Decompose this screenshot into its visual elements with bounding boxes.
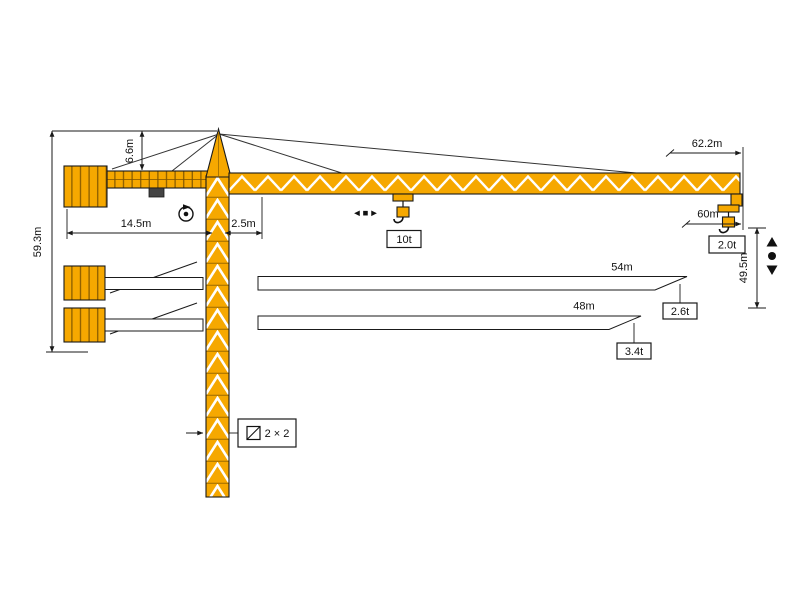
tip-trolley [717, 204, 740, 213]
mast-section-icon [246, 425, 261, 441]
dim-tower-height: 59.3m [32, 130, 217, 353]
slew-center-dot [183, 211, 189, 217]
hoist-winch [148, 187, 165, 198]
jib54-capacity-box [662, 302, 698, 320]
trolley-hook-mid: ◄■► 10t [352, 193, 422, 249]
mast-lattice [205, 175, 230, 498]
jib-pendant-2 [218, 133, 659, 176]
counterjib-pendant-2 [171, 133, 220, 172]
tip-hook-block [721, 216, 736, 228]
hoist-up-arrow-icon [766, 237, 778, 247]
tip-radius-label: 60m [697, 209, 718, 221]
counterweight-block [63, 165, 108, 208]
mid-hook [393, 216, 404, 224]
ballast-option-1 [63, 261, 204, 301]
rear-offset-label: 2.5m [231, 218, 255, 230]
slewing-symbol [178, 204, 194, 222]
jib-option-54: 54m 2.6t [257, 262, 698, 320]
ballast1-beam [104, 277, 204, 290]
dim-tip-radius: 60m 2.0t [681, 209, 746, 254]
jib54-capacity-label: 2.6t [671, 306, 689, 318]
ballast2-block [63, 307, 106, 343]
pendant-lines [111, 133, 659, 176]
hoist-down-arrow-icon [766, 265, 778, 275]
jib-length-break [665, 149, 675, 157]
hook-height-label: 49.5m [738, 253, 750, 284]
ballast2-beam [104, 318, 204, 332]
jib54-outline [257, 276, 688, 291]
tip-radius-break [681, 220, 691, 228]
trolley-travel-icon: ◄■► [352, 208, 380, 219]
ballast-option-2 [63, 302, 204, 343]
jib54-length-label: 54m [611, 262, 632, 274]
slew-arrowhead [183, 204, 191, 210]
tip-capacity-label: 2.0t [718, 240, 736, 252]
dim-jib-length: 62.2m [665, 138, 744, 230]
dim-counterjib: 14.5m 2.5m [66, 197, 263, 239]
mast-section-label: 2 × 2 [265, 428, 290, 440]
jib48-capacity-box [616, 342, 652, 360]
mast-section-callout: 2 × 2 [186, 418, 297, 448]
tip-hook [718, 226, 730, 234]
hoist-dot-icon [768, 252, 776, 260]
counter-jib [63, 165, 214, 208]
ballast1-block [63, 265, 106, 301]
dim-hook-height: 49.5m [738, 227, 766, 309]
jib48-outline [257, 315, 642, 330]
counterjib-length-label: 14.5m [121, 218, 152, 230]
max-capacity-box [386, 229, 422, 249]
main-jib [228, 172, 743, 207]
jib48-capacity-label: 3.4t [625, 346, 643, 358]
trolley-hook-tip [717, 204, 740, 234]
jib-tip-post [730, 193, 743, 207]
jib-option-48: 48m 3.4t [257, 301, 652, 360]
dim-tower-top: 6.6m [124, 130, 145, 171]
tower-top-label: 6.6m [124, 139, 136, 163]
mast-section-box [237, 418, 297, 448]
mid-trolley [392, 193, 414, 202]
mid-hook-block [396, 206, 410, 218]
tower-height-label: 59.3m [32, 227, 44, 258]
mast-section-icon-diagonal [246, 426, 261, 440]
jib48-length-label: 48m [573, 301, 594, 313]
tip-capacity-box [708, 235, 746, 254]
jib-lattice [228, 172, 741, 195]
tower-mast [205, 126, 232, 498]
hoist-travel-icon [766, 237, 778, 275]
max-capacity-label: 10t [396, 234, 411, 246]
counterjib-pendant-1 [111, 133, 220, 170]
jib-pendant-1 [218, 133, 349, 176]
jib-length-label: 62.2m [692, 138, 723, 150]
